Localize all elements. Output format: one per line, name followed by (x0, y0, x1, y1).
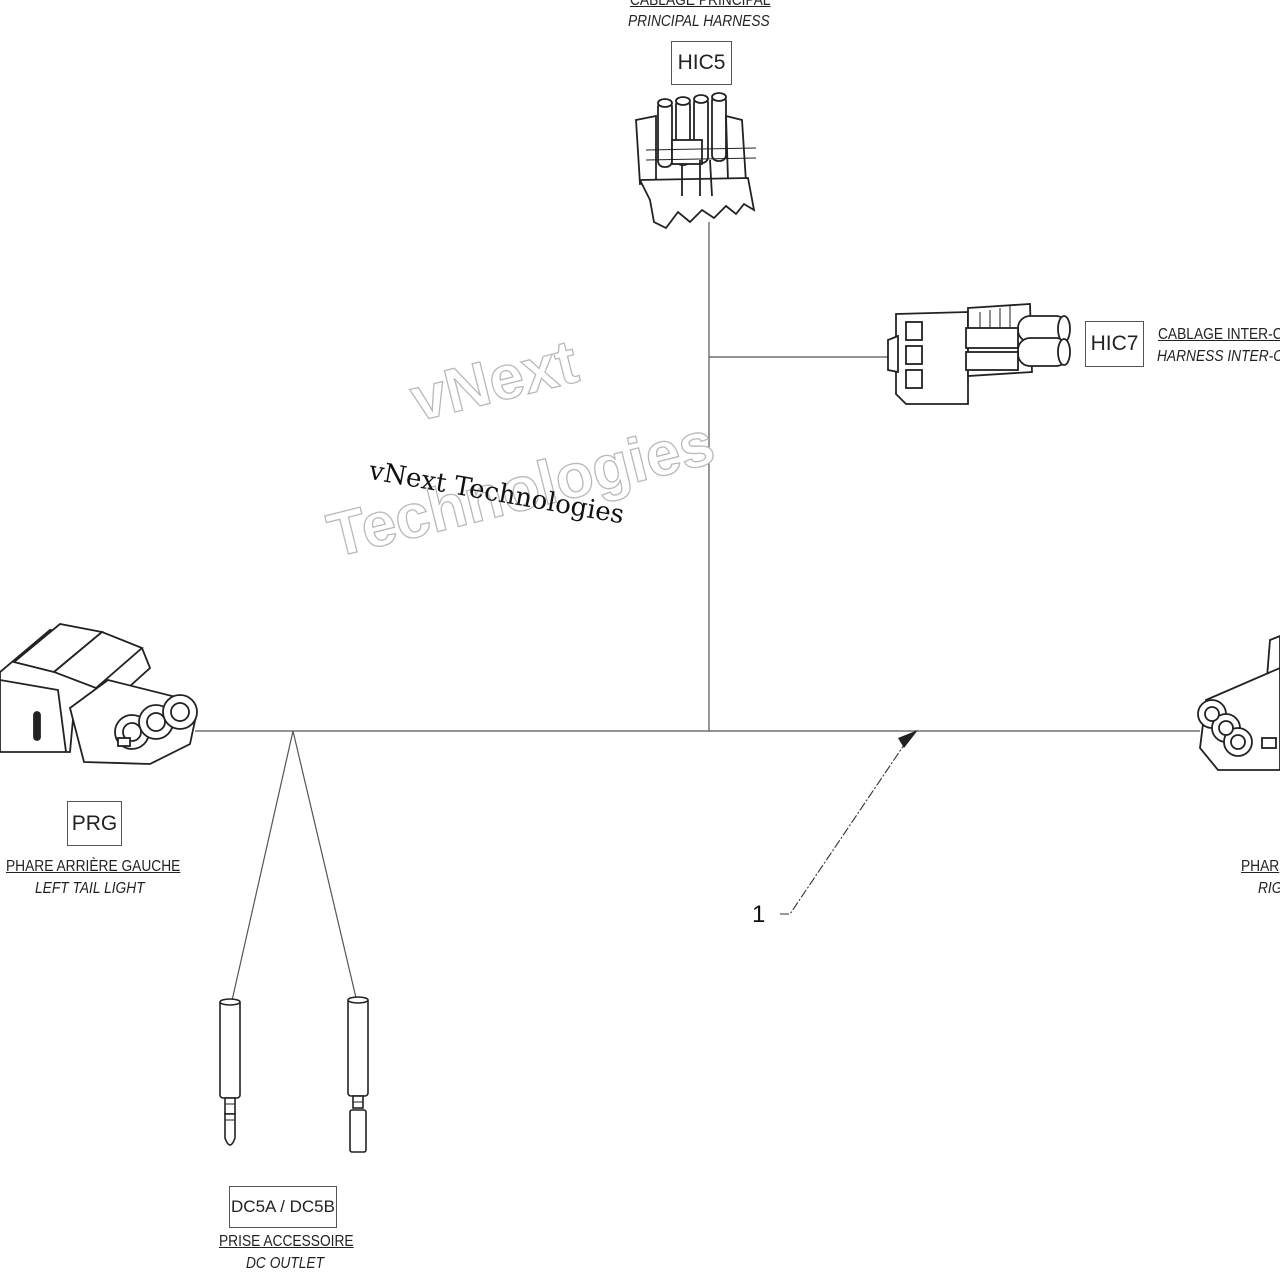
dc5b-branch-wire (292, 730, 358, 1003)
prd-label-en: RIG (1258, 880, 1280, 897)
dc5a-pin (219, 998, 241, 1146)
dc5b-pin (347, 996, 369, 1153)
callout-leader (780, 730, 918, 915)
hic5-code-box: HIC5 (671, 41, 732, 85)
dc5-label-en: DC OUTLET (246, 1255, 324, 1272)
hic7-connector (887, 303, 1071, 405)
prg-label-fr: PHARE ARRIÈRE GAUCHE (6, 858, 181, 875)
hic7-label-en: HARNESS INTER-C (1157, 348, 1280, 365)
hic5-label-en: PRINCIPAL HARNESS (628, 13, 770, 30)
callout-number: 1 (752, 901, 766, 928)
harness-wires (195, 222, 1200, 1006)
dc5-code-box: DC5A / DC5B (229, 1186, 337, 1228)
hic5-label-fr: CABLAGE PRINCIPAL (630, 0, 771, 9)
prg-code-box: PRG (67, 801, 122, 846)
prd-connector (1197, 635, 1280, 771)
prg-connector (0, 623, 198, 765)
prg-label-en: LEFT TAIL LIGHT (35, 880, 145, 897)
hic5-connector (635, 92, 757, 230)
prd-label-fr: PHAR (1241, 858, 1280, 875)
hic7-label-fr: CABLAGE INTER-C (1158, 326, 1280, 343)
dc5-label-fr: PRISE ACCESSOIRE (219, 1233, 354, 1250)
hic7-code-box: HIC7 (1085, 321, 1144, 367)
dc5a-branch-wire (230, 730, 294, 1006)
